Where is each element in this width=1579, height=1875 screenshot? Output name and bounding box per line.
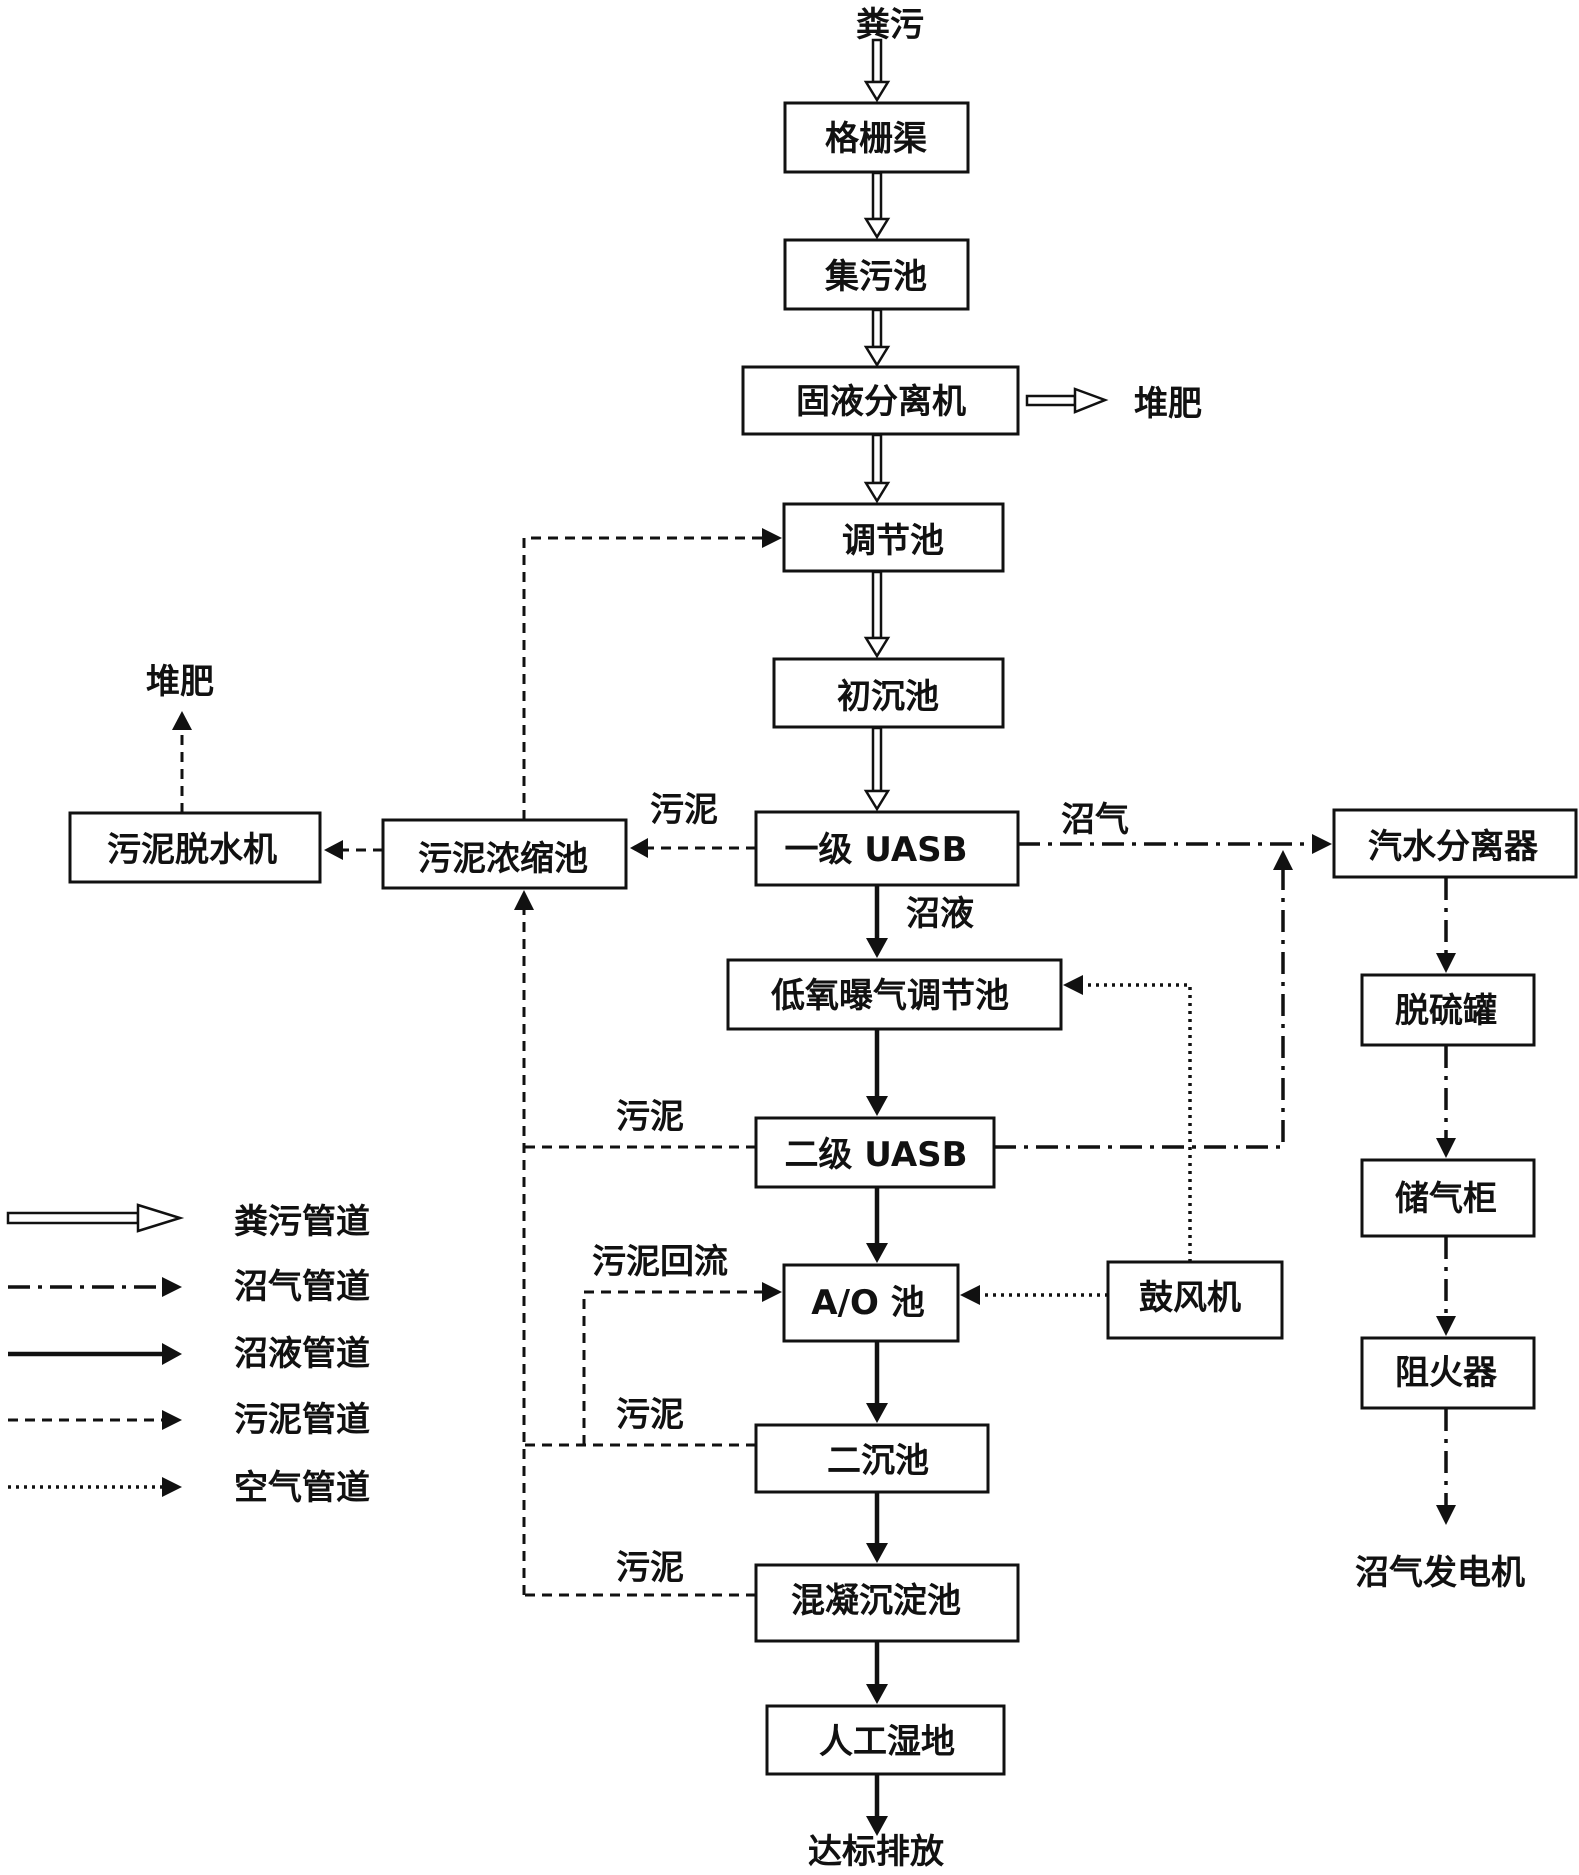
node-flame-label: 阻火器	[1395, 1353, 1498, 1393]
node-wetland: 人工湿地	[765, 1704, 1006, 1776]
arrowhead-regulate	[762, 528, 782, 548]
arrowhead-ao-left	[762, 1282, 782, 1302]
edge-label-sludge-uasb2: 污泥	[616, 1097, 684, 1137]
node-primary: 初沉池	[772, 657, 1005, 729]
node-collect-label: 集污池	[824, 257, 927, 297]
manure-flow-separator-regulate	[863, 433, 891, 504]
air-flow-blower-lowox	[1083, 983, 1192, 1262]
legend-sludge-pipe: 污泥管道	[8, 1400, 370, 1440]
arrowhead-generator	[1436, 1505, 1456, 1525]
node-separator: 固液分离机	[741, 365, 1020, 436]
manure-flow-collect-separator	[863, 308, 891, 368]
biogas-flow-uasb2-up	[994, 870, 1285, 1149]
arrowhead-wetland	[866, 1684, 888, 1704]
node-grid: 格栅渠	[783, 101, 970, 174]
legend-digestate-pipe: 沼液管道	[8, 1334, 370, 1374]
node-uasb1: 一级 UASB	[754, 810, 1020, 887]
legend-label-manure: 粪污管道	[234, 1202, 370, 1242]
node-dewater-label: 污泥脱水机	[107, 830, 277, 870]
legend-manure-pipe: 粪污管道	[6, 1202, 370, 1242]
node-blower-label: 鼓风机	[1139, 1278, 1241, 1318]
node-discharge: 达标排放	[808, 1832, 944, 1872]
node-steam-sep: 汽水分离器	[1332, 808, 1578, 879]
node-secondary: 二沉池	[754, 1423, 990, 1494]
legend-air-pipe: 空气管道	[8, 1468, 370, 1508]
arrowhead-dewater	[324, 840, 343, 860]
edge-label-sludge-coag: 污泥	[616, 1548, 684, 1588]
manure-flow-separator-compost	[1025, 387, 1109, 414]
arrowhead-flame	[1436, 1316, 1456, 1336]
node-coag-label: 混凝沉淀池	[791, 1581, 961, 1621]
node-regulate-label: 调节池	[842, 521, 944, 561]
node-desulf: 脱硫罐	[1360, 973, 1536, 1047]
node-primary-label: 初沉池	[837, 677, 939, 717]
node-dewater: 污泥脱水机	[68, 811, 322, 884]
node-input: 粪污	[856, 5, 924, 45]
manure-flow-input-grid	[863, 38, 891, 103]
node-thickener-label: 污泥浓缩池	[418, 839, 588, 879]
legend-label-sludge: 污泥管道	[234, 1400, 370, 1440]
node-gasholder-label: 储气柜	[1395, 1179, 1497, 1219]
arrowhead-ao	[866, 1243, 888, 1263]
arrowhead-biogas-join	[1273, 850, 1293, 870]
arrowhead-thickener-bottom	[514, 890, 534, 910]
node-regulate: 调节池	[782, 502, 1005, 573]
node-ao: A/O 池	[782, 1263, 960, 1343]
node-compost-top: 堆肥	[1134, 384, 1202, 424]
edge-label-sludge-uasb1: 污泥	[650, 790, 718, 830]
arrowhead-secondary	[866, 1403, 888, 1423]
legend-biogas-pipe: 沼气管道	[8, 1267, 370, 1307]
legend-label-air: 空气管道	[234, 1468, 370, 1508]
arrowhead-uasb2	[866, 1096, 888, 1116]
edge-label-sludge-return: 污泥回流	[592, 1242, 728, 1282]
node-steam-sep-label: 汽水分离器	[1368, 827, 1539, 867]
legend-label-biogas: 沼气管道	[234, 1267, 370, 1307]
edge-label-sludge-secondary: 污泥	[616, 1395, 684, 1435]
arrowhead-coag	[866, 1543, 888, 1563]
arrowhead-lowox	[866, 938, 888, 958]
node-coag: 混凝沉淀池	[754, 1563, 1020, 1643]
node-compost-left: 堆肥	[146, 662, 214, 702]
node-generator: 沼气发电机	[1355, 1553, 1525, 1593]
node-separator-label: 固液分离机	[796, 382, 966, 422]
manure-flow-grid-collect	[863, 171, 891, 240]
node-thickener: 污泥浓缩池	[381, 818, 628, 890]
sludge-return-flow	[582, 1290, 762, 1445]
arrowhead-lowox-right	[1063, 975, 1083, 995]
node-lowox: 低氧曝气调节池	[726, 958, 1063, 1031]
node-ao-label: A/O 池	[811, 1283, 924, 1323]
node-uasb2-label: 二级 UASB	[784, 1135, 967, 1175]
node-uasb1-label: 一级 UASB	[784, 830, 967, 870]
legend-label-digestate: 沼液管道	[234, 1334, 370, 1374]
node-secondary-label: 二沉池	[827, 1441, 929, 1481]
node-lowox-label: 低氧曝气调节池	[771, 976, 1009, 1016]
arrowhead-gasholder	[1436, 1138, 1456, 1158]
node-blower: 鼓风机	[1106, 1260, 1284, 1340]
node-wetland-label: 人工湿地	[819, 1722, 955, 1762]
edge-label-biogas: 沼气	[1061, 800, 1129, 840]
edge-label-digestate: 沼液	[906, 894, 974, 934]
node-grid-label: 格栅渠	[825, 119, 927, 159]
arrowhead-compost-left	[172, 711, 192, 730]
manure-flow-primary-uasb1	[863, 726, 891, 812]
arrowhead-discharge	[866, 1816, 888, 1836]
arrowhead-steam-sep	[1312, 834, 1332, 854]
arrowhead-thickener-right	[630, 838, 648, 858]
node-flame: 阻火器	[1360, 1336, 1536, 1410]
arrowhead-desulf	[1436, 953, 1456, 973]
node-uasb2: 二级 UASB	[754, 1116, 996, 1189]
node-desulf-label: 脱硫罐	[1395, 991, 1497, 1031]
node-gasholder: 储气柜	[1360, 1158, 1536, 1238]
sludge-flow-thickener-regulate	[522, 536, 762, 820]
legend: 粪污管道 沼气管道 沼液管道 污泥管道 空气管道	[6, 1202, 370, 1508]
manure-flow-regulate-primary	[863, 570, 891, 659]
arrowhead-ao-right	[960, 1285, 980, 1305]
node-collect: 集污池	[783, 238, 970, 311]
